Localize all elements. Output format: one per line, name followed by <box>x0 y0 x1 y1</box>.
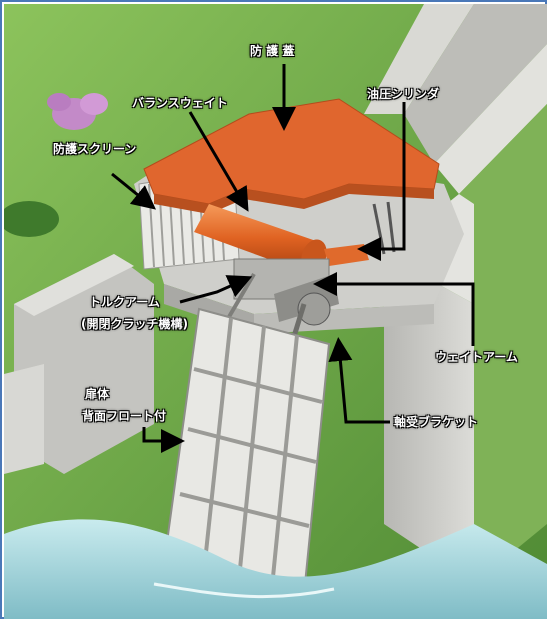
left-wall-top <box>14 254 134 316</box>
arrow-torque-arm <box>179 275 253 304</box>
right-wall <box>384 254 474 584</box>
label-clutch: (開閉クラッチ機構) <box>81 317 188 331</box>
left-wall <box>14 254 154 474</box>
flower-shrubs <box>4 93 108 237</box>
arrow-balance-weight <box>188 111 249 212</box>
label-torque-arm: トルクアーム <box>89 295 160 309</box>
label-float-attached: 背面フロート付 <box>82 409 167 423</box>
arrow-weight-arm <box>313 272 475 346</box>
label-hydraulic-cylinder: 油圧シリンダ <box>367 87 440 101</box>
protective-cover-edge <box>154 184 434 214</box>
label-bearing-bracket: 軸受ブラケット <box>394 415 479 429</box>
label-balance-weight: バランスウェイト <box>132 96 228 110</box>
label-protective-cover: 防 護 蓋 <box>250 44 295 58</box>
label-weight-arm: ウェイトアーム <box>435 350 518 364</box>
arrow-bearing-bracket <box>328 337 390 424</box>
gate-illustration: 防 護 蓋 バランスウェイト 油圧シリンダ 防護スクリーン トルクアーム (開閉… <box>4 4 547 619</box>
gate-illustration-svg <box>4 4 547 619</box>
left-post <box>4 364 44 474</box>
right-lawn <box>459 104 547 584</box>
stone-steps <box>364 4 547 194</box>
arrow-protective-screen <box>111 172 156 210</box>
water <box>4 519 547 619</box>
arrow-hydraulic-cylinder <box>357 102 406 261</box>
arrow-float <box>142 427 185 453</box>
gate-body <box>162 307 331 596</box>
label-protective-screen: 防護スクリーン <box>53 142 137 156</box>
leader-arrows <box>111 64 475 453</box>
water-ripple <box>153 582 335 599</box>
label-gate-body: 扉体 <box>85 387 110 401</box>
